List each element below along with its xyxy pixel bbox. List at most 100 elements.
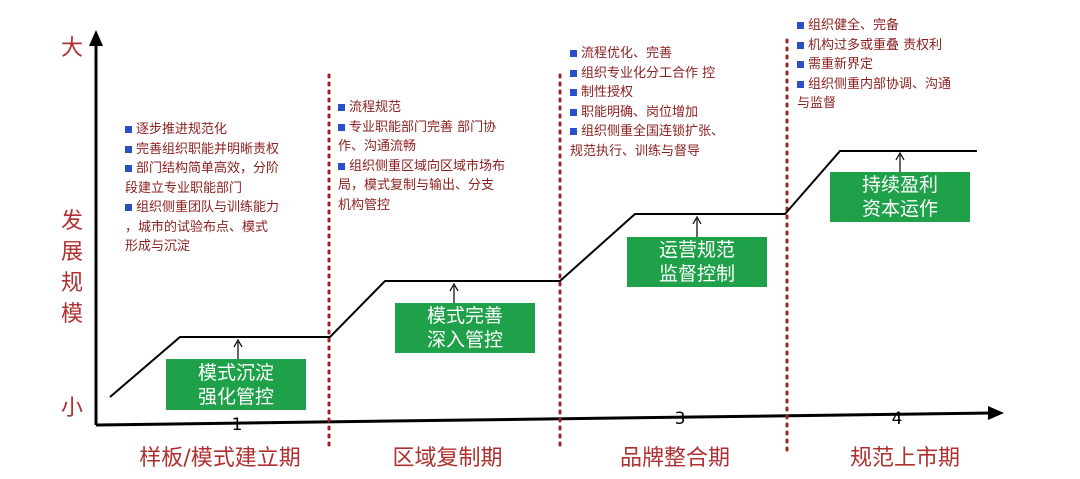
bullet-item: 流程规范 [338, 98, 558, 118]
bullet-square-icon [125, 145, 132, 153]
bullet-text: 组织侧重内部协调、沟通 [808, 76, 952, 92]
bullet-square-icon [125, 126, 132, 133]
stage-3-bullets: 流程优化、完善组织专业化分工合作 控制性授权职能明确、岗位增加组织侧重全国连锁扩… [570, 44, 785, 161]
bullet-item: 局，模式复制与输出、分支 [338, 176, 558, 196]
box-line: 监督控制 [658, 263, 735, 285]
stage-label-2: 区域复制期 [392, 446, 503, 471]
x-axis-arrowhead [988, 406, 1004, 420]
box-line: 模式沉淀 [197, 361, 274, 384]
y-axis-top-label: 大 [61, 36, 84, 61]
box-line: 模式完善 [426, 305, 503, 327]
bullet-item: 段建立专业职能部门 [125, 179, 325, 199]
bullet-square-icon [338, 162, 345, 170]
bullet-text: 组织专业化分工合作 控 [581, 65, 716, 81]
stage-1-bullets: 逐步推进规范化完善组织职能并明晰责权部门结构简单高效，分阶段建立专业职能部门组织… [125, 120, 325, 257]
bullet-text: 组织健全、完备 [808, 18, 900, 33]
bullet-item: 流程优化、完善 [570, 44, 785, 64]
bullet-square-icon [570, 128, 577, 135]
bullet-text: 专业职能部门完善 部门协 [349, 119, 497, 135]
stage-label-3: 品牌整合期 [619, 446, 730, 471]
bullet-text: 段建立专业职能部门 [125, 180, 243, 196]
growth-step-line [109, 150, 977, 398]
box-line: 强化管控 [197, 385, 274, 408]
bullet-item: 组织专业化分工合作 控 [570, 64, 785, 84]
bullet-item: 逐步推进规范化 [125, 120, 325, 140]
stage-number-4: 4 [891, 409, 903, 429]
bullet-text: 逐步推进规范化 [136, 122, 228, 137]
box-line: 资本运作 [861, 198, 938, 220]
bullet-text: 局，模式复制与输出、分支 [338, 178, 495, 193]
bullet-text: 规范执行、训练与督导 [570, 143, 701, 159]
bullet-square-icon [338, 104, 345, 111]
y-axis-middle-label: 发 展 规 模 [61, 206, 83, 330]
bullet-text: 制性授权 [581, 85, 634, 100]
box-line: 运营规范 [658, 239, 735, 261]
bullet-square-icon [338, 123, 345, 131]
y-axis-char: 展 [61, 240, 84, 265]
bullet-square-icon [125, 204, 132, 211]
bullet-square-icon [570, 89, 577, 96]
stage-number-3: 3 [674, 409, 686, 429]
bullet-item: 部门结构简单高效，分阶 [125, 159, 325, 179]
bullet-item: 组织侧重团队与训练能力 [125, 198, 325, 218]
bullet-item: 组织侧重区域向区域市场布 [338, 157, 558, 177]
y-axis-arrowhead [89, 30, 103, 46]
bullet-text: 组织侧重区域向区域市场布 [349, 158, 506, 174]
x-axis [95, 411, 993, 427]
bullet-text: 完善组织职能并明晰责权 [136, 141, 280, 157]
y-axis-char: 模 [61, 302, 84, 327]
bullet-text: 流程优化、完善 [581, 46, 673, 61]
bullet-square-icon [570, 69, 577, 77]
bullet-text: 职能明确、岗位增加 [581, 104, 699, 120]
bullet-text: 组织侧重团队与训练能力 [136, 200, 280, 215]
bullet-item: 形成与沉淀 [125, 237, 325, 257]
bullet-square-icon [570, 50, 577, 57]
y-axis-char: 发 [61, 209, 84, 234]
stage-4-box: 持续盈利 资本运作 [830, 172, 970, 222]
bullet-item: 组织健全、完备 [797, 16, 997, 36]
box-line: 深入管控 [426, 329, 503, 351]
stage-label-4: 规范上市期 [849, 446, 960, 471]
bullet-item: 与监督 [797, 94, 997, 114]
bullet-square-icon [797, 80, 804, 88]
stage-3-box: 运营规范 监督控制 [627, 237, 767, 287]
bullet-text: 形成与沉淀 [125, 239, 191, 254]
bullet-text: 需重新界定 [808, 57, 874, 72]
box-line: 持续盈利 [861, 174, 938, 196]
stage-4-bullets: 组织健全、完备机构过多或重叠 责权利需重新界定组织侧重内部协调、沟通与监督 [797, 16, 997, 114]
bullet-text: ，城市的试验布点、模式 [125, 219, 269, 235]
bullet-text: 作、沟通流畅 [338, 139, 417, 154]
bullet-item: 专业职能部门完善 部门协 [338, 118, 558, 138]
bullet-item: 需重新界定 [797, 55, 997, 75]
bullet-square-icon [797, 41, 804, 49]
stage-label-1: 样板/模式建立期 [139, 446, 301, 471]
bullet-text: 机构过多或重叠 责权利 [808, 37, 943, 53]
y-axis-bottom-label: 小 [61, 396, 84, 421]
bullet-square-icon [125, 165, 132, 172]
stage-number-1: 1 [231, 415, 243, 435]
stage-2-bullets: 流程规范专业职能部门完善 部门协作、沟通流畅组织侧重区域向区域市场布局，模式复制… [338, 98, 558, 215]
stage-2-box: 模式完善 深入管控 [395, 303, 535, 353]
bullet-item: 机构过多或重叠 责权利 [797, 36, 997, 56]
bullet-item: 完善组织职能并明晰责权 [125, 140, 325, 160]
bullet-text: 与监督 [797, 96, 837, 111]
bullet-item: 机构管控 [338, 196, 558, 216]
bullet-item: 制性授权 [570, 83, 785, 103]
bullet-item: ，城市的试验布点、模式 [125, 218, 325, 238]
bullet-item: 组织侧重全国连锁扩张、 [570, 122, 785, 142]
bullet-item: 职能明确、岗位增加 [570, 103, 785, 123]
bullet-text: 组织侧重全国连锁扩张、 [581, 124, 725, 139]
bullet-square-icon [797, 22, 804, 29]
bullet-text: 机构管控 [338, 197, 391, 213]
bullet-square-icon [570, 108, 577, 116]
y-axis-char: 规 [61, 271, 84, 296]
bullet-item: 组织侧重内部协调、沟通 [797, 75, 997, 95]
bullet-text: 流程规范 [349, 100, 402, 115]
bullet-square-icon [797, 61, 804, 68]
bullet-text: 部门结构简单高效，分阶 [136, 161, 280, 176]
bullet-item: 作、沟通流畅 [338, 137, 558, 157]
stage-1-box: 模式沉淀 强化管控 [166, 359, 306, 410]
bullet-item: 规范执行、训练与督导 [570, 142, 785, 162]
